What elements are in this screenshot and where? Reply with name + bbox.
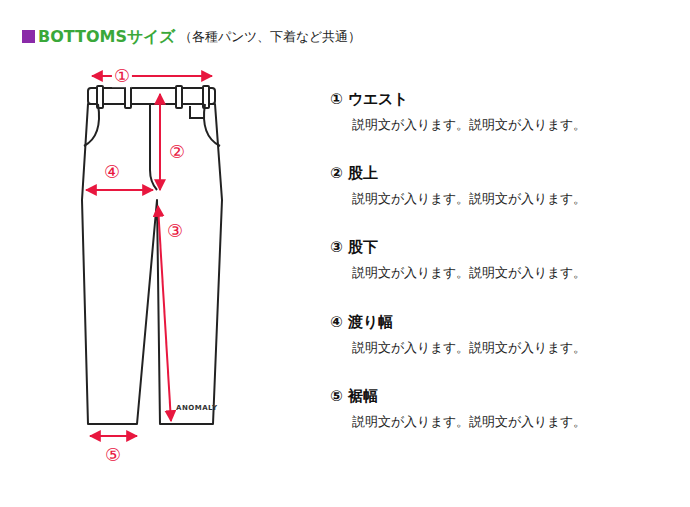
title-square bbox=[22, 30, 35, 43]
callout-number: ① bbox=[112, 65, 132, 87]
item-description: 説明文が入ります。説明文が入ります。 bbox=[352, 340, 586, 356]
callout-number: ② bbox=[167, 141, 187, 163]
item-description: 説明文が入ります。説明文が入ります。 bbox=[352, 117, 586, 133]
title-note: （各種パンツ、下着など共通） bbox=[179, 29, 361, 45]
item-heading: ④ 渡り幅 bbox=[330, 313, 393, 331]
callout-number: ③ bbox=[165, 220, 185, 242]
pants-outline bbox=[82, 86, 222, 424]
item-heading: ② 股上 bbox=[330, 164, 378, 182]
dimension-arrows bbox=[86, 76, 212, 436]
page-title: BOTTOMSサイズ bbox=[38, 27, 175, 46]
brand-logo: ANOMALY bbox=[176, 404, 218, 412]
callout-number: ⑤ bbox=[103, 444, 123, 466]
item-heading: ① ウエスト bbox=[330, 90, 408, 108]
callout-number: ④ bbox=[102, 161, 122, 183]
item-description: 説明文が入ります。説明文が入ります。 bbox=[352, 265, 586, 281]
item-description: 説明文が入ります。説明文が入ります。 bbox=[352, 191, 586, 207]
item-heading: ⑤ 裾幅 bbox=[330, 387, 378, 405]
item-heading: ③ 股下 bbox=[330, 238, 378, 256]
item-description: 説明文が入ります。説明文が入ります。 bbox=[352, 414, 586, 430]
pants-details bbox=[84, 104, 220, 190]
